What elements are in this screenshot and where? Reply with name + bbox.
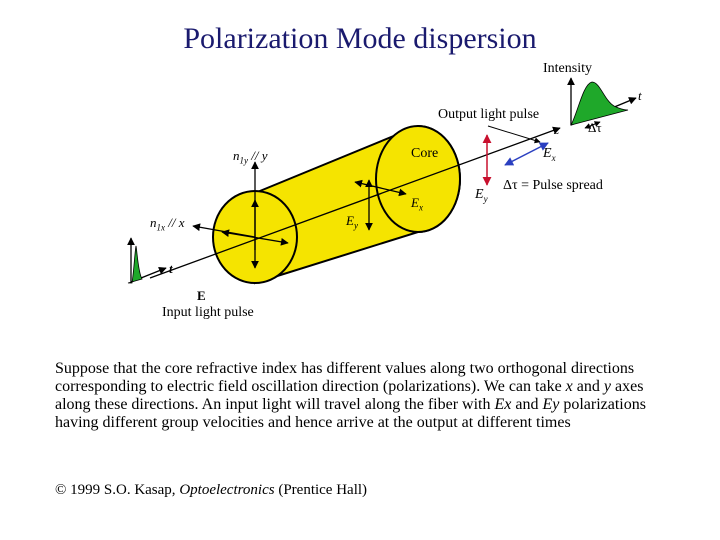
n1y-label: n1y // y (233, 148, 268, 166)
output-ex-symbol: E (543, 146, 552, 161)
input-pulse-label: Input light pulse (162, 305, 254, 320)
mid-ey-label: Ey (346, 213, 358, 231)
caption-ex: Ex (494, 396, 512, 413)
output-ey-symbol: E (475, 187, 484, 202)
core-label: Core (411, 146, 439, 161)
input-ex-arrow (221, 229, 289, 246)
credit-book: Optoelectronics (179, 482, 275, 498)
mid-ex-arrow (354, 179, 407, 197)
output-ex-subscript: x (551, 152, 556, 163)
credit-prefix: © 1999 S.O. Kasap, (55, 482, 180, 498)
n1x-relation: // x (168, 215, 185, 230)
output-ey-label: Ey (475, 187, 488, 204)
mid-ex-subscript: x (418, 202, 423, 213)
caption-text: Suppose that the core refractive index h… (55, 360, 675, 432)
input-pulse-graph (127, 237, 167, 284)
copyright-credit: © 1999 S.O. Kasap, Optoelectronics (Pren… (55, 482, 367, 499)
caption-ey: Ey (542, 396, 560, 413)
caption-part-3: and (511, 396, 543, 413)
mid-ey-symbol: E (346, 213, 354, 228)
caption-x: x (565, 378, 573, 395)
output-ey-subscript: y (483, 193, 488, 204)
n1x-label: n1x // x (150, 215, 185, 233)
output-pulse-pointer (487, 125, 541, 144)
output-ex-arrow (504, 142, 549, 166)
slide-title: Polarization Mode dispersion (183, 22, 537, 55)
caption-y: y (603, 378, 611, 395)
mid-ex-label: Ex (411, 195, 423, 213)
delta-tau-label: Δτ (588, 120, 602, 135)
mid-ex-symbol: E (411, 195, 419, 210)
n1x-symbol: n (150, 215, 157, 230)
output-t-label: t (638, 88, 642, 103)
intensity-label: Intensity (543, 61, 592, 76)
caption-part-4: polarizations having different group vel… (55, 396, 646, 431)
output-pulse-graph (567, 77, 637, 129)
caption-and: and (572, 378, 604, 395)
output-ex-label: Ex (543, 146, 556, 163)
caption-part-1: Suppose that the core refractive index h… (55, 360, 635, 395)
pulse-spread-label: Δτ = Pulse spread (503, 178, 603, 193)
fiber-core (212, 124, 461, 285)
propagation-axis (149, 126, 561, 279)
input-e-label: E (197, 288, 206, 303)
n1y-symbol: n (233, 148, 240, 163)
n1x-subscript: 1x (156, 222, 166, 233)
n1y-relation: // y (251, 148, 268, 163)
caption-part-2: axes along these directions. An input li… (55, 378, 644, 413)
mid-ey-subscript: y (353, 220, 358, 231)
credit-suffix: (Prentice Hall) (274, 482, 368, 498)
input-t-label: t (169, 261, 173, 276)
n1y-subscript: 1y (239, 155, 249, 166)
output-pulse-label: Output light pulse (438, 107, 540, 122)
output-z-label: z (554, 122, 560, 137)
